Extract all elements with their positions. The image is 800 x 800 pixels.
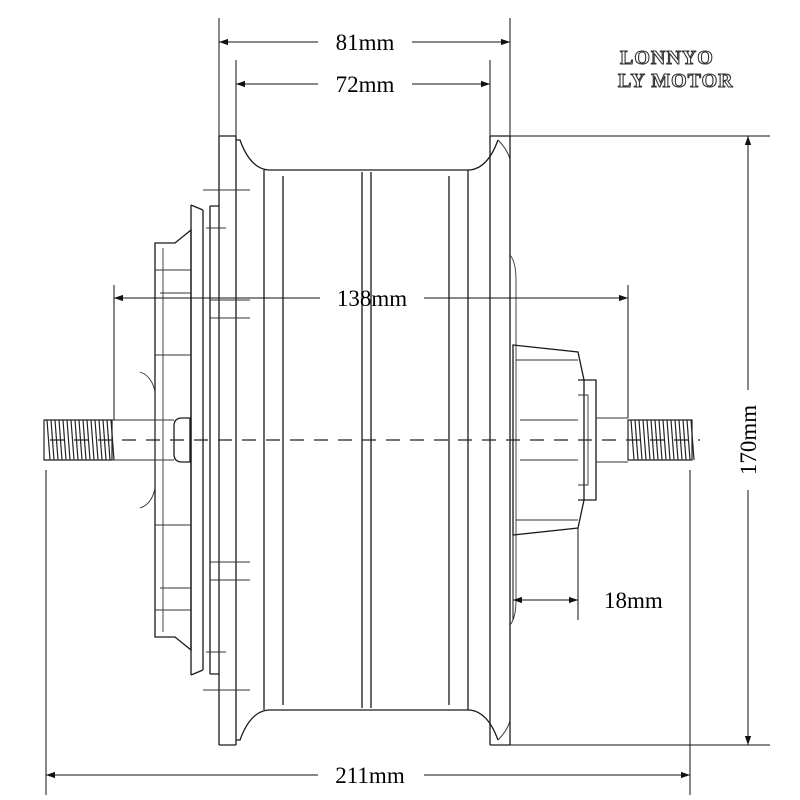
motor-body [139,135,628,746]
dim-81mm: 81mm [218,18,511,136]
dim-18mm: 18mm [512,528,663,620]
dim-211mm: 211mm [45,470,691,795]
brand-line-2: LY MOTOR [618,70,734,92]
dim-170mm-label: 170mm [736,405,761,475]
axle-left [112,419,140,461]
dim-211mm-label: 211mm [335,763,405,788]
dim-18mm-label: 18mm [604,588,663,613]
dim-170mm: 170mm [510,135,770,746]
brand-logo: LONNYO LY MOTOR [617,46,734,92]
dim-138mm: 138mm [113,285,629,420]
dim-72mm: 72mm [235,60,491,140]
brand-line-1: LONNYO [620,47,714,69]
dim-138mm-label: 138mm [337,286,407,311]
dim-72mm-label: 72mm [336,72,395,97]
dim-81mm-label: 81mm [336,30,395,55]
